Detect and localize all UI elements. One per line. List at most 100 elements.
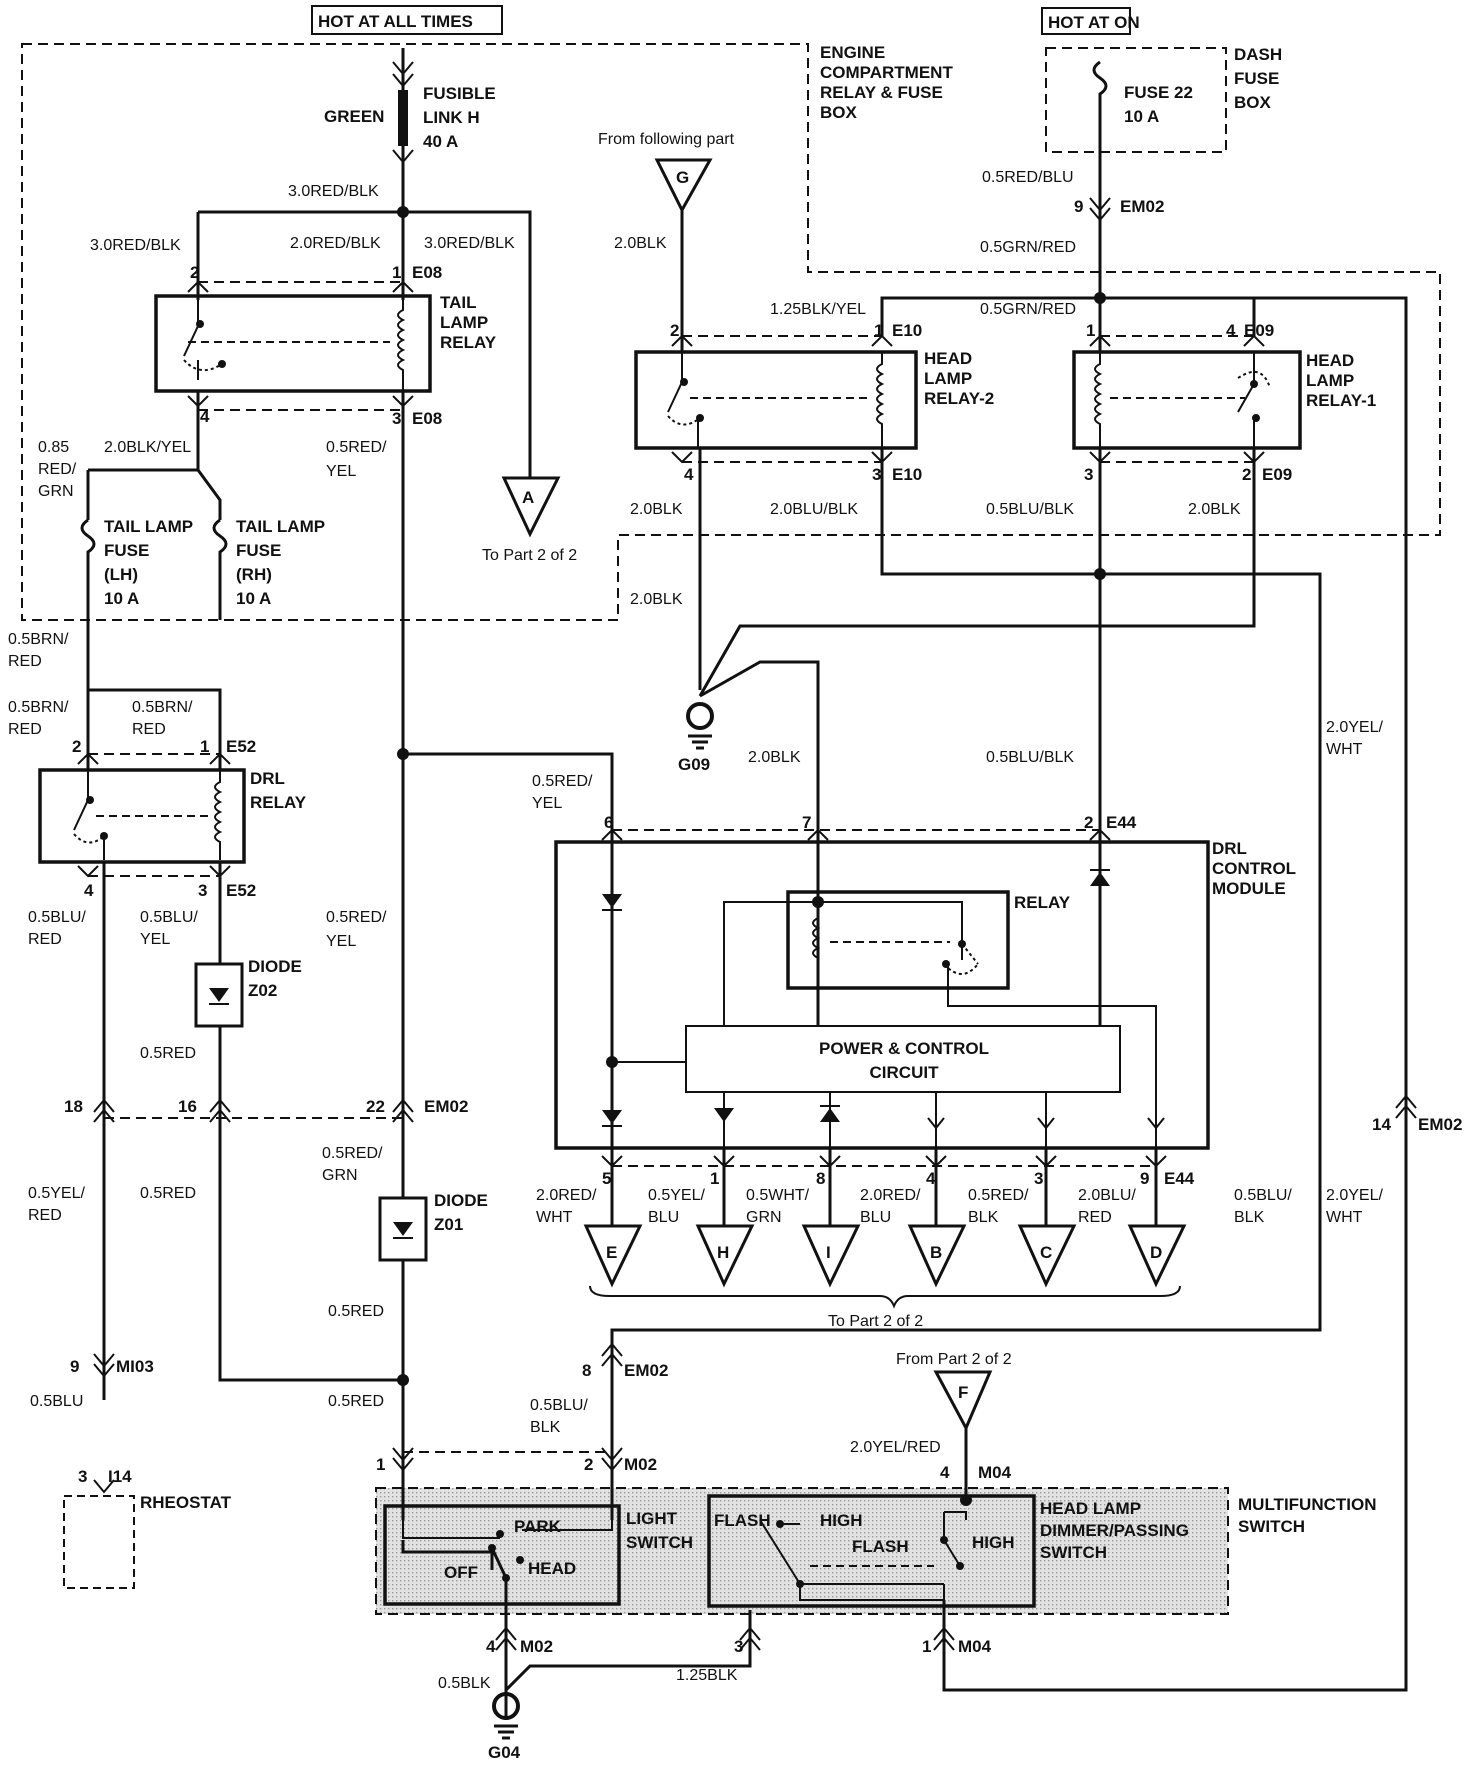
em02-pin9-connector	[1089, 197, 1111, 222]
wire-label-red-blu-05: 0.5RED/BLU	[982, 169, 1074, 186]
connector-m02-top: M02	[624, 1455, 657, 1474]
pin-2-e44: 2	[1084, 813, 1093, 832]
multifunction-switch-area	[375, 1487, 1229, 1615]
wire-label-blu-red-05: 0.5BLU/RED	[28, 909, 86, 948]
wire-label-blk-20-hl2: 2.0BLK	[630, 501, 683, 518]
wire-label-blk-yel-20: 2.0BLK/YEL	[104, 439, 191, 456]
pin-5-e44: 5	[602, 1169, 611, 1188]
em02-row-connectors	[93, 1098, 414, 1123]
pin-2-hl1: 2	[1242, 465, 1251, 484]
connector-em02-right: EM02	[1418, 1115, 1462, 1134]
pin-18: 18	[64, 1097, 83, 1116]
pin-1-m02: 1	[376, 1455, 385, 1474]
wire-label-grn-red-05-b: 0.5GRN/RED	[980, 301, 1076, 318]
light-switch-box	[383, 1504, 621, 1606]
connector-e08-top: E08	[412, 263, 442, 282]
dimmer-switch-contacts	[759, 1511, 967, 1664]
pin-7-e44: 7	[802, 813, 811, 832]
to-part-2-a: To Part 2 of 2	[482, 547, 577, 564]
to-part-2-bottom: To Part 2 of 2	[828, 1313, 923, 1330]
ground-g04-label: G04	[488, 1743, 521, 1762]
wire-label-red-yel-mid: 0.5RED/YEL	[326, 909, 387, 950]
connector-em02-mid: EM02	[424, 1097, 468, 1116]
connector-m04-bottom: M04	[958, 1637, 992, 1656]
wire-label-red-05-left: 0.5RED	[140, 1185, 196, 1202]
wire-label-blu-05: 0.5BLU	[30, 1393, 83, 1410]
ref-g-letter: G	[676, 168, 689, 187]
wire-label-blu-blk-05-right: 0.5BLU/BLK	[1234, 1187, 1292, 1226]
pin-8-em02: 8	[582, 1361, 591, 1380]
wire-label-red-05-z01: 0.5RED	[328, 1303, 384, 1320]
drl-relay	[38, 688, 246, 878]
pin-8-e44: 8	[816, 1169, 825, 1188]
wire-label-red-wht-20: 2.0RED/WHT	[536, 1187, 597, 1226]
wire-label-blu-blk-05-hl1: 0.5BLU/BLK	[986, 501, 1074, 518]
pin-9-e44: 9	[1140, 1169, 1149, 1188]
wire-label-red-blu-20: 2.0RED/BLU	[860, 1187, 921, 1226]
connector-e44-bottom: E44	[1164, 1169, 1195, 1188]
wire-label-yel-wht-20-upper: 2.0YEL/WHT	[1326, 719, 1383, 758]
pin-3-hl1: 3	[1084, 465, 1093, 484]
wire-label-red-blk-30-right: 3.0RED/BLK	[424, 235, 515, 252]
blk-relay1-ground-wire	[698, 448, 1256, 697]
m02-top-connectors	[392, 1342, 623, 1472]
pin-4-drl: 4	[84, 881, 94, 900]
ref-c-letter: C	[1040, 1243, 1052, 1262]
wire-label-red-yel-tail: 0.5RED/YEL	[326, 439, 387, 480]
fusible-link-color-label: GREEN	[324, 107, 384, 126]
pin-2-tail: 2	[190, 263, 199, 282]
tail-lamp-fuses	[80, 468, 228, 690]
ref-f-letter: F	[958, 1383, 968, 1402]
ground-g09	[686, 660, 820, 846]
wire-label-brn-red-left: 0.5BRN/RED	[8, 699, 69, 738]
connector-m04-top: M04	[978, 1463, 1012, 1482]
dash-box-outline	[1045, 47, 1227, 153]
switch-flash-label-right: FLASH	[852, 1537, 909, 1556]
wire-label-blu-blk-05-module: 0.5BLU/BLK	[986, 749, 1074, 766]
engine-box-outline	[21, 43, 1441, 621]
text-labels: HOT AT ALL TIMES HOT AT ON GREEN FUSIBLE…	[8, 12, 1462, 1762]
switch-park-label: PARK	[514, 1517, 562, 1536]
module-relay-box	[786, 890, 1010, 990]
wire-label-blk-125: 1.25BLK	[676, 1667, 738, 1684]
fuse22-element	[1092, 60, 1108, 150]
wire-label-blk-yel-125: 1.25BLK/YEL	[770, 301, 866, 318]
connector-e10-bottom: E10	[892, 465, 922, 484]
wire-label-yel-wht-20-lower: 2.0YEL/WHT	[1326, 1187, 1383, 1226]
pin-4-hl1: 4	[1226, 321, 1236, 340]
pin-2-hl2: 2	[670, 321, 679, 340]
switch-head-label: HEAD	[528, 1559, 576, 1578]
wire-label-blu-red-20: 2.0BLU/RED	[1078, 1187, 1136, 1226]
pin-3-i14: 3	[78, 1467, 87, 1486]
wire-label-brn-red-top: 0.5BRN/RED	[8, 631, 69, 670]
pin-1-e44: 1	[710, 1169, 719, 1188]
ref-e-letter: E	[606, 1243, 617, 1262]
connector-e09-bottom: E09	[1262, 465, 1292, 484]
ref-b-letter: B	[930, 1243, 942, 1262]
pin-3-hl2: 3	[872, 465, 881, 484]
connector-em02-bottom: EM02	[624, 1361, 668, 1380]
pin-6-e44: 6	[604, 813, 613, 832]
wire-label-yel-red-20: 2.0YEL/RED	[850, 1439, 941, 1456]
pin-2-m02: 2	[584, 1455, 593, 1474]
hot-at-all-times-label: HOT AT ALL TIMES	[318, 12, 473, 31]
pin-3-m04: 3	[734, 1637, 743, 1656]
wire-label-blu-blk-20: 2.0BLU/BLK	[770, 501, 858, 518]
connector-e44-top: E44	[1106, 813, 1137, 832]
pin-1-drl: 1	[200, 737, 209, 756]
red-to-light-switch-wire	[401, 1380, 494, 1570]
drl-control-module	[403, 752, 1210, 1150]
wire-label-red-blk-30-left: 3.0RED/BLK	[90, 237, 181, 254]
hot-at-on-label: HOT AT ON	[1048, 13, 1140, 32]
head-lamp-relay-1	[1072, 150, 1302, 464]
